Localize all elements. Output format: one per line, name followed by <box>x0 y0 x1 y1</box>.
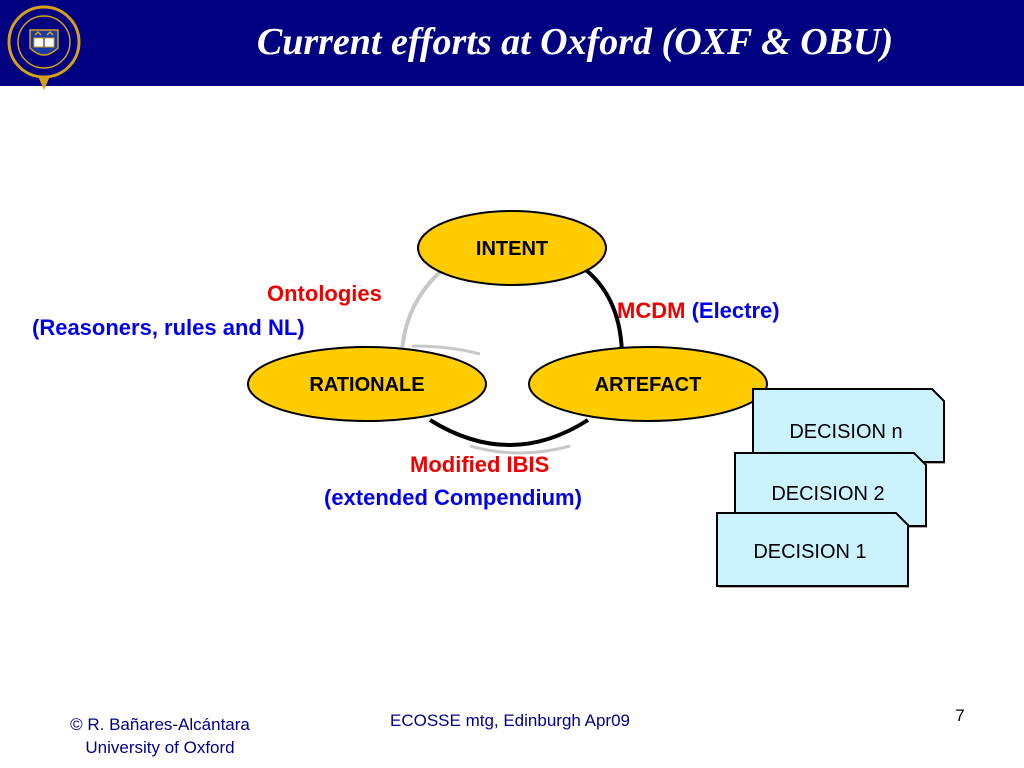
decision-card-2: DECISION 2 <box>734 452 928 528</box>
arc-intent-rationale <box>400 270 442 353</box>
footer-event: ECOSSE mtg, Edinburgh Apr09 <box>389 711 631 730</box>
node-rationale-label: RATIONALE <box>309 374 424 396</box>
ontologies-label: Ontologies <box>267 281 382 306</box>
footer-author: © R. Bañares-Alcántara <box>70 715 250 734</box>
oxford-crest-icon <box>7 5 81 90</box>
page-number: 7 <box>955 706 965 725</box>
mcdm-label: MCDM <box>617 298 686 323</box>
mcdm-label-group: MCDM (Electre) <box>617 295 780 327</box>
inner-arc-bottom <box>469 444 571 455</box>
decision-card-1: DECISION 1 <box>716 512 910 588</box>
node-artefact: ARTEFACT <box>528 346 768 422</box>
node-intent-label: INTENT <box>476 238 548 260</box>
node-artefact-label: ARTEFACT <box>595 374 702 396</box>
node-intent: INTENT <box>417 210 607 286</box>
arc-intent-artefact <box>584 268 624 359</box>
mcdm-detail-label: (Electre) <box>691 298 780 323</box>
inner-arc-top <box>411 344 481 356</box>
arc-rationale-artefact <box>428 418 590 447</box>
ibis-label: Modified IBIS <box>410 452 550 477</box>
footer-affiliation: University of Oxford <box>85 738 235 757</box>
ibis-detail-label: (extended Compendium) <box>324 485 582 510</box>
node-rationale: RATIONALE <box>247 346 487 422</box>
footer-author-block: © R. Bañares-Alcántara University of Oxf… <box>30 713 290 759</box>
title-bar: Current efforts at Oxford (OXF & OBU) <box>0 0 1024 90</box>
ontologies-detail-label: (Reasoners, rules and NL) <box>32 315 305 340</box>
decision-card-n: DECISION n <box>752 388 946 464</box>
slide-title: Current efforts at Oxford (OXF & OBU) <box>256 21 894 63</box>
decision-card-2-label: DECISION 2 <box>771 483 885 505</box>
decision-card-1-label: DECISION 1 <box>753 541 867 563</box>
decision-card-n-label: DECISION n <box>789 421 903 443</box>
